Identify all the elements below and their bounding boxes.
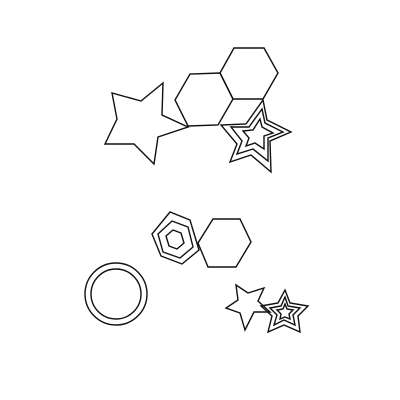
large-star-outline bbox=[103, 81, 190, 166]
double-circle-shape bbox=[84, 262, 148, 326]
upper-nested-star-inner bbox=[241, 117, 275, 151]
large-star-shape bbox=[103, 81, 190, 166]
small-star-shape bbox=[224, 283, 272, 332]
upper-nested-star-outer bbox=[219, 98, 293, 174]
upper-nested-star-shape bbox=[219, 98, 293, 174]
small-star-outline bbox=[224, 283, 272, 332]
middle-hexagon-shape bbox=[197, 218, 252, 268]
middle-hexagon-outline bbox=[197, 218, 252, 268]
double-circle-inner bbox=[90, 268, 142, 320]
middle-nested-hexagon-shape bbox=[151, 211, 200, 265]
middle-nested-hexagon-outer bbox=[151, 211, 200, 265]
lower-nested-star-outer bbox=[259, 288, 310, 334]
lower-nested-star-shape bbox=[259, 288, 310, 334]
middle-nested-hexagon-middle bbox=[157, 220, 194, 259]
middle-nested-hexagon-inner bbox=[165, 229, 185, 250]
double-circle-outer bbox=[84, 262, 148, 326]
lower-nested-star-middle bbox=[268, 295, 302, 327]
lower-nested-star-inner bbox=[275, 302, 295, 321]
upper-nested-star-middle bbox=[229, 107, 285, 163]
